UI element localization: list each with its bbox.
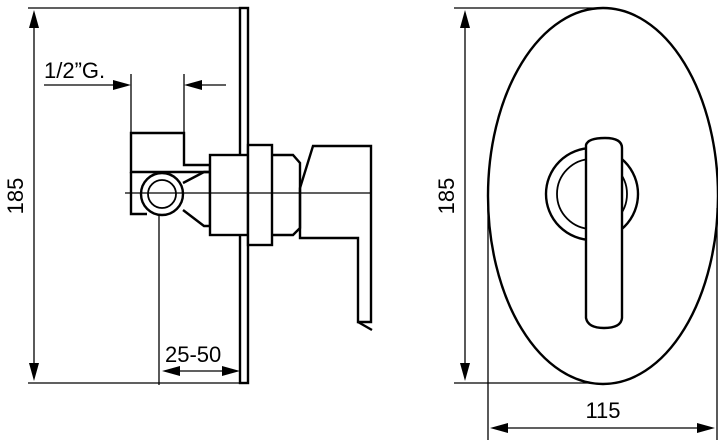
front-width-left-arrow	[490, 423, 508, 433]
side-height-top-arrow	[29, 10, 39, 28]
thread-dimension: 1/2”G.	[44, 58, 226, 132]
side-height-label: 185	[3, 178, 28, 215]
valve-body-lower	[129, 172, 147, 216]
valve-body-block	[129, 131, 212, 174]
side-view: 185 1/2”G.	[3, 6, 373, 385]
escutcheon-collar	[246, 143, 274, 247]
front-height-top-arrow	[460, 10, 470, 28]
pipe-connector	[182, 170, 212, 228]
front-height-label: 185	[434, 178, 459, 215]
front-width-right-arrow	[697, 423, 715, 433]
cartridge-stem	[272, 153, 302, 237]
handle-tip	[357, 320, 373, 332]
front-height-dimension: 185	[434, 7, 605, 384]
thread-label: 1/2”G.	[44, 58, 105, 83]
depth-right-arrow	[222, 366, 240, 376]
front-handle-lever	[584, 136, 624, 330]
front-height-bottom-arrow	[460, 363, 470, 381]
thread-right-arrow	[184, 80, 202, 90]
depth-dimension: 25-50	[158, 215, 240, 385]
valve-sleeve	[208, 153, 250, 237]
front-view: 185 115	[434, 6, 718, 440]
depth-label: 25-50	[165, 342, 221, 367]
depth-left-arrow	[162, 366, 180, 376]
thread-left-arrow	[113, 80, 131, 90]
handle-lever	[298, 144, 373, 324]
inlet-pipe-inner	[147, 179, 177, 209]
front-width-label: 115	[585, 398, 620, 423]
side-height-bottom-arrow	[29, 363, 39, 381]
side-height-dimension: 185	[3, 7, 246, 384]
front-width-dimension: 115	[487, 208, 718, 440]
